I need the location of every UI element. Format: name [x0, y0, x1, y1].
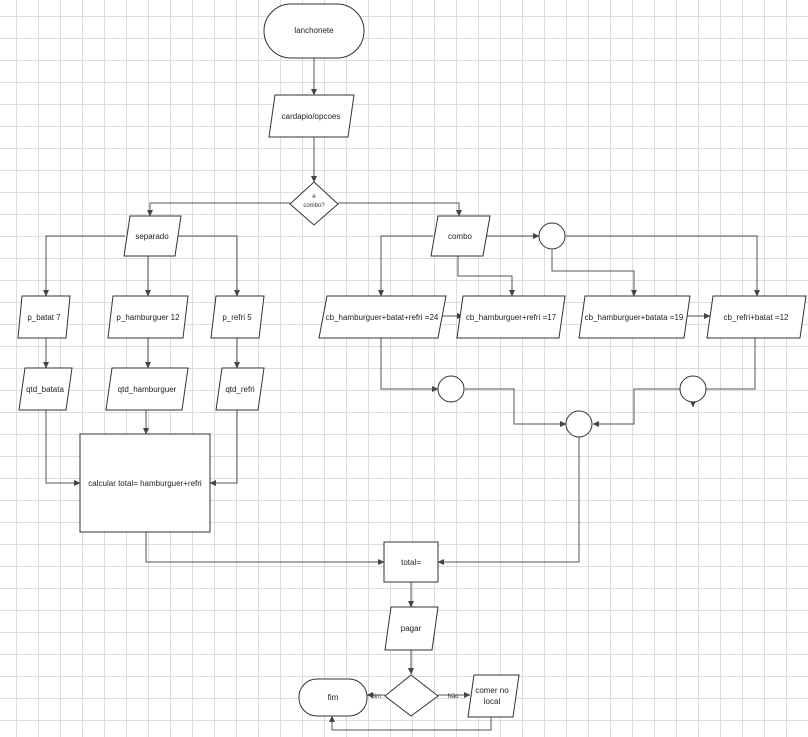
p-batat-label: p_batat 7 [27, 313, 61, 322]
connector-lines [43, 58, 760, 731]
node-cb-full: cb_hamburguer+batat+refri =24 [318, 295, 447, 339]
cb-hb-label: cb_hamburguer+batata =19 [585, 313, 684, 322]
merge-final [565, 410, 593, 438]
node-cb-rb: cb_refri+batat =12 [706, 295, 807, 339]
edge-merge2-final [592, 388, 680, 427]
node-p-hamburguer: p_hamburguer 12 [107, 295, 189, 339]
edge-junction-cbhb [551, 250, 637, 297]
cb-hr-label: cb_hamburguer+refri =17 [466, 313, 557, 322]
edge-junction-cbrb [566, 235, 760, 297]
node-separado: separado [123, 215, 182, 257]
node-p-batat: p_batat 7 [17, 295, 71, 339]
node-qtd-batata: qtd_batata [18, 367, 73, 411]
edge-separado-batat [43, 235, 125, 297]
edge-final-total [437, 437, 580, 565]
cb-rb-label: cb_refri+batat =12 [724, 313, 789, 322]
edge-cbrb-merge [706, 338, 756, 390]
node-decision-combo: e combo? [289, 181, 339, 226]
edge-merge-final [465, 388, 567, 427]
p-refri-label: p_refri 5 [222, 313, 252, 322]
node-menu: cardapio/opcoes [268, 94, 355, 138]
node-decision-final [384, 674, 439, 717]
node-total: total= [383, 541, 439, 583]
node-qtd-hamburguer: qtd_hamburguer [105, 367, 189, 411]
node-cb-hb: cb_hamburguer+batata =19 [578, 295, 691, 339]
node-pagar: pagar [384, 606, 439, 651]
start-label: lanchonete [294, 26, 334, 35]
node-combo: combo [430, 215, 491, 257]
edge-decision-separado [147, 202, 290, 217]
fim-label: fim [328, 693, 339, 702]
node-qtd-refri: qtd_refri [215, 367, 265, 411]
edge-comer-fim [329, 715, 492, 731]
cb-full-label: cb_hamburguer+batat+refri =24 [326, 313, 439, 322]
edge-qtdbatata-calc [45, 410, 81, 486]
calcular-label: calcular total= hamburguer+refri [88, 479, 202, 488]
merge-right [679, 375, 707, 403]
decision-combo-line2: combo? [303, 203, 325, 209]
node-fim: fim [298, 678, 368, 717]
junction-combo [538, 222, 566, 250]
edge-separado-refri [176, 235, 240, 297]
node-cb-hr: cb_hamburguer+refri =17 [456, 295, 566, 339]
qtd-refri-label: qtd_refri [225, 385, 255, 394]
qtd-batata-label: qtd_batata [26, 385, 64, 394]
node-comer-local: comer no local [467, 674, 520, 718]
node-p-refri: p_refri 5 [210, 295, 265, 339]
edge-decision-combo [338, 202, 462, 217]
node-start: lanchonete [263, 3, 365, 59]
edge-cbfull-merge [380, 338, 439, 392]
comer-label-line1: comer no [475, 686, 509, 695]
menu-label: cardapio/opcoes [282, 112, 341, 121]
edge-combo-cbfull [378, 235, 433, 297]
decision-combo-line1: e [312, 194, 316, 200]
node-calcular: calcular total= hamburguer+refri [79, 433, 211, 533]
pagar-label: pagar [401, 624, 422, 633]
separado-label: separado [135, 232, 169, 241]
merge-left [437, 375, 465, 403]
edge-qtdrefri-calc [209, 410, 238, 486]
edge-label-nao: Não [447, 694, 459, 700]
total-label: total= [401, 558, 421, 567]
comer-label-line2: local [484, 697, 501, 706]
edge-calc-total [145, 532, 385, 565]
edge-label-sim: Sim [371, 694, 381, 700]
edge-combo-cbhr [457, 256, 515, 297]
qtd-hamburguer-label: qtd_hamburguer [118, 385, 177, 394]
combo-label: combo [448, 232, 473, 241]
p-hamburguer-label: p_hamburguer 12 [116, 313, 180, 322]
